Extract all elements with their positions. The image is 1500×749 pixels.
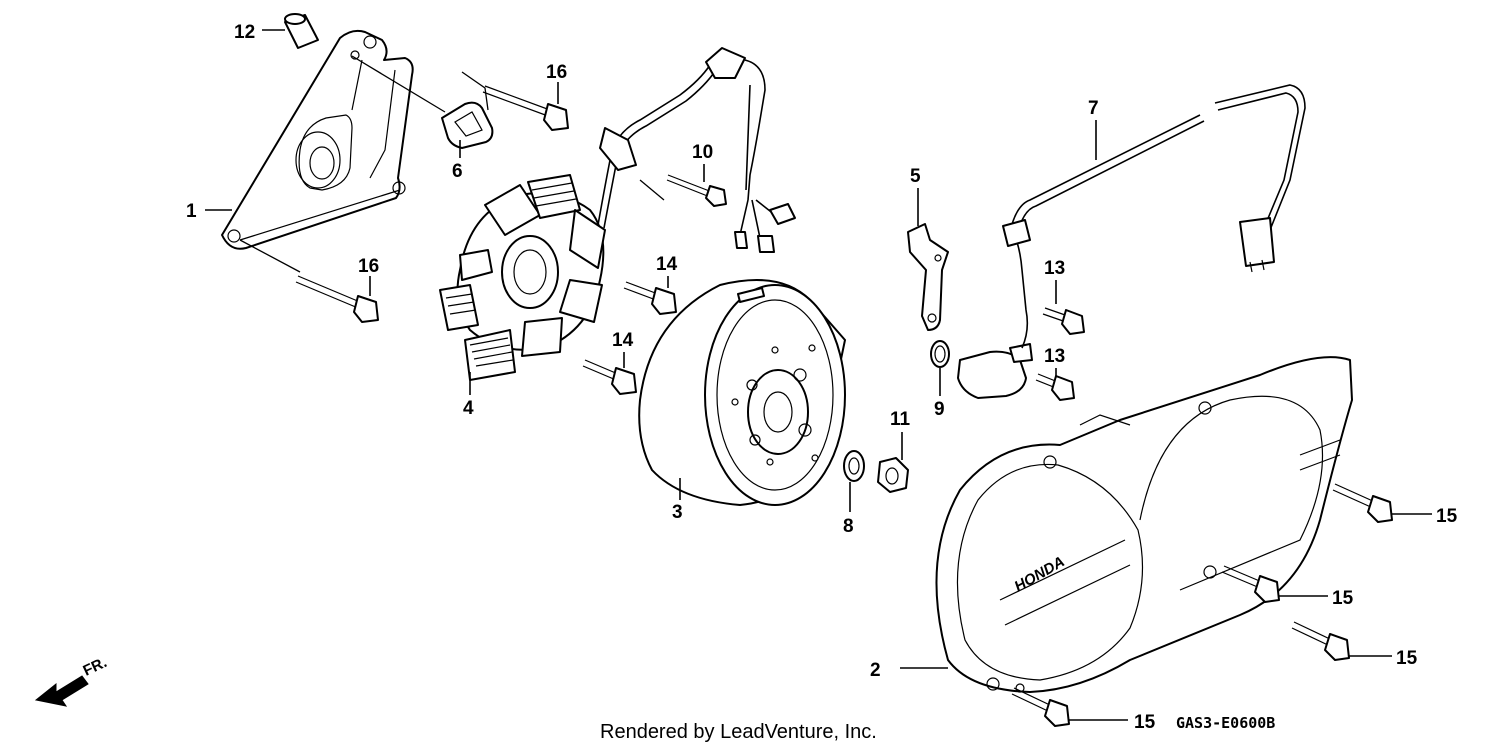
- front-direction-label: FR.: [81, 654, 110, 680]
- callout-4: 4: [463, 398, 474, 419]
- part-1-mounting-plate[interactable]: [221, 29, 414, 250]
- part-6-clamp[interactable]: [441, 71, 494, 149]
- part-7-cable[interactable]: [1002, 84, 1306, 273]
- part-10-screw[interactable]: [639, 174, 727, 207]
- part-4-stator[interactable]: [439, 174, 606, 381]
- part-15-bolt-a[interactable]: [1332, 483, 1393, 523]
- part-14-bolt-upper[interactable]: [623, 281, 677, 315]
- part-11-nut[interactable]: [877, 457, 909, 493]
- leader-lines: [205, 29, 1432, 721]
- part-15-bolt-b[interactable]: [1221, 565, 1280, 603]
- callout-16-lower: 16: [358, 256, 379, 277]
- part-15-bolt-d[interactable]: [1011, 687, 1070, 727]
- callout-15-c: 15: [1396, 648, 1418, 669]
- callout-15-d: 15: [1134, 712, 1156, 733]
- callout-14-upper: 14: [656, 254, 678, 275]
- stator-wire-harness: [597, 47, 796, 253]
- part-5-bracket[interactable]: [907, 223, 949, 331]
- callout-16-upper: 16: [546, 62, 567, 83]
- callout-15-b: 15: [1332, 588, 1354, 609]
- callout-3: 3: [672, 502, 683, 523]
- front-direction-arrow-icon: [34, 675, 89, 707]
- callout-2: 2: [870, 660, 881, 681]
- callout-1: 1: [186, 201, 197, 222]
- callout-10: 10: [692, 142, 713, 163]
- callout-7: 7: [1088, 98, 1099, 119]
- diagram-code: GAS3-E0600B: [1176, 714, 1275, 732]
- callout-13-lower: 13: [1044, 346, 1065, 367]
- callout-11: 11: [890, 409, 911, 430]
- part-13-bolt-upper[interactable]: [1042, 307, 1085, 335]
- rendered-by-caption: Rendered by LeadVenture, Inc.: [600, 721, 877, 743]
- part-9-o-ring[interactable]: [930, 340, 950, 368]
- part-16-bolt-lower[interactable]: [295, 275, 379, 323]
- part-15-bolt-c[interactable]: [1291, 621, 1350, 661]
- callout-6: 6: [452, 161, 463, 182]
- callout-9: 9: [934, 399, 945, 420]
- callout-8: 8: [843, 516, 854, 537]
- sensor-switch[interactable]: [957, 229, 1033, 399]
- part-2-side-cover[interactable]: [935, 356, 1353, 693]
- part-12-collar[interactable]: [284, 13, 319, 49]
- part-14-bolt-lower[interactable]: [582, 359, 637, 395]
- callout-15-a: 15: [1436, 506, 1458, 527]
- callout-14-lower: 14: [612, 330, 634, 351]
- callout-13-upper: 13: [1044, 258, 1065, 279]
- leader-dash-12: [351, 55, 446, 113]
- part-8-washer[interactable]: [843, 450, 865, 482]
- callout-5: 5: [910, 166, 921, 187]
- part-16-bolt-upper[interactable]: [482, 85, 569, 131]
- leader-dash-16: [239, 239, 301, 273]
- part-3-flywheel[interactable]: [638, 279, 846, 506]
- callout-12: 12: [234, 22, 255, 43]
- part-13-bolt-lower[interactable]: [1035, 373, 1075, 401]
- leader-dash-plate: [239, 189, 401, 241]
